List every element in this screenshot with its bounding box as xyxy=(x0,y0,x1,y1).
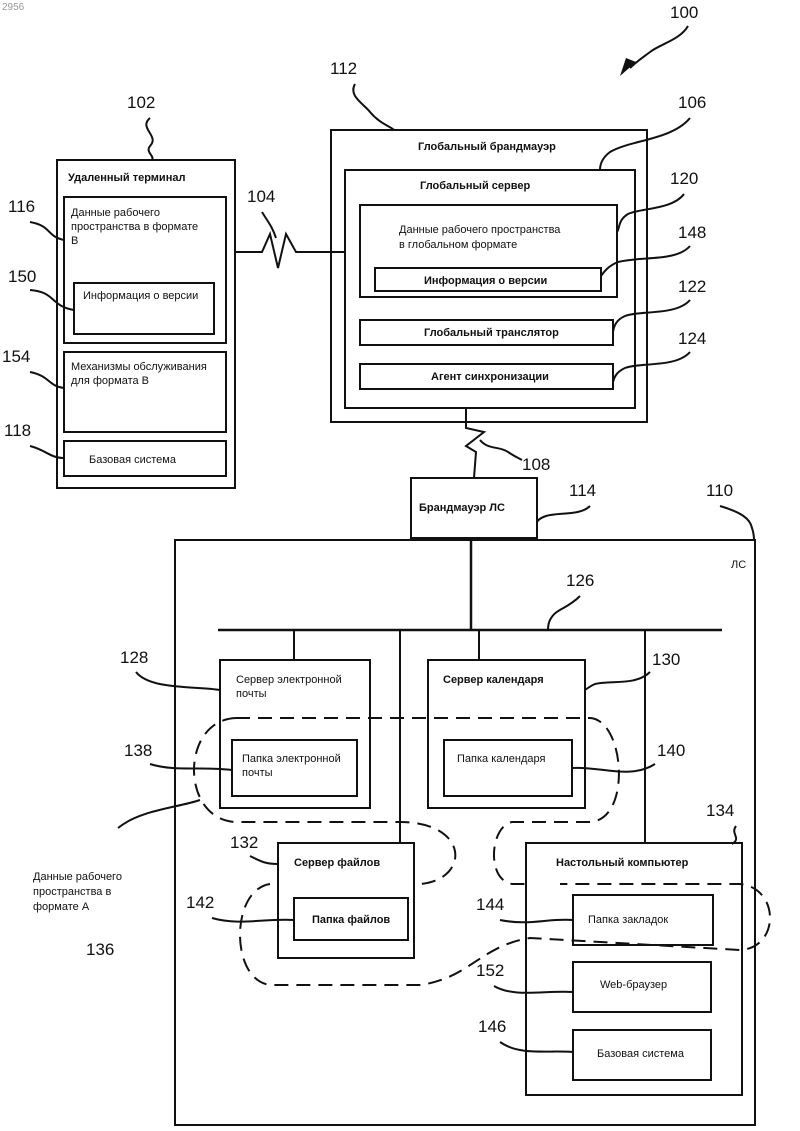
leader-132 xyxy=(250,856,278,864)
global-ws-line1: Данные рабочего пространства xyxy=(399,224,561,236)
leader-112 xyxy=(353,84,394,130)
ref-104: 104 xyxy=(247,187,275,206)
link-108-zigzag xyxy=(466,408,484,478)
leader-126 xyxy=(548,596,580,630)
mail-server-line1: Сервер электронной xyxy=(236,674,342,686)
ref-106: 106 xyxy=(678,93,706,112)
sync-agent-label: Агент синхронизации xyxy=(431,371,549,383)
leader-152 xyxy=(494,986,573,993)
remote-ws-line2: пространства в формате xyxy=(71,221,198,233)
leader-142 xyxy=(212,918,294,922)
ws-a-line1: Данные рабочего xyxy=(33,871,122,883)
remote-base-label: Базовая система xyxy=(89,454,177,466)
desktop-base-label: Базовая система xyxy=(597,1048,685,1060)
global-translator-label: Глобальный транслятор xyxy=(424,327,559,339)
leader-134 xyxy=(732,826,736,844)
ref-140: 140 xyxy=(657,741,685,760)
leader-148 xyxy=(601,246,690,276)
leader-130 xyxy=(585,672,650,690)
leader-108 xyxy=(480,440,522,460)
calendar-folder-box xyxy=(444,740,572,796)
arrowhead-100 xyxy=(620,58,636,76)
ref-108: 108 xyxy=(522,455,550,474)
ref-116: 116 xyxy=(8,197,35,216)
ref-110: 110 xyxy=(706,481,733,500)
ref-118: 118 xyxy=(4,421,31,440)
global-ws-line2: в глобальном формате xyxy=(399,239,517,251)
leader-120 xyxy=(617,194,684,232)
leader-106 xyxy=(600,118,690,170)
ref-150: 150 xyxy=(8,267,36,286)
remote-version-label: Информация о версии xyxy=(83,290,198,302)
ref-152: 152 xyxy=(476,961,504,980)
leader-116 xyxy=(30,222,64,240)
leader-124 xyxy=(613,352,690,382)
remote-ws-line3: В xyxy=(71,235,78,247)
workspace-dashed-lower xyxy=(240,884,770,985)
ref-154: 154 xyxy=(2,347,30,366)
mail-server-line2: почты xyxy=(236,688,267,700)
calendar-server-label: Сервер календаря xyxy=(443,674,544,686)
ws-a-line3: формате А xyxy=(33,901,90,913)
global-version-label: Информация о версии xyxy=(424,275,547,287)
leader-128 xyxy=(136,672,220,690)
ref-136: 136 xyxy=(86,940,114,959)
desktop-label: Настольный компьютер xyxy=(556,857,689,869)
ref-148: 148 xyxy=(678,223,706,242)
lan-box xyxy=(175,540,755,1125)
browser-label: Web-браузер xyxy=(600,979,667,991)
remote-terminal-title: Удаленный терминал xyxy=(68,172,185,184)
remote-services-line1: Механизмы обслуживания xyxy=(71,361,207,373)
global-server-label: Глобальный сервер xyxy=(420,180,530,192)
leader-136 xyxy=(118,800,200,828)
leader-122 xyxy=(613,300,690,332)
ref-102: 102 xyxy=(127,93,155,112)
calendar-folder-label: Папка календаря xyxy=(457,753,546,765)
global-firewall-label: Глобальный брандмауэр xyxy=(418,141,556,153)
leader-114 xyxy=(537,506,590,522)
ref-130: 130 xyxy=(652,650,680,669)
ref-128: 128 xyxy=(120,648,148,667)
ref-142: 142 xyxy=(186,893,214,912)
leader-144 xyxy=(500,920,573,923)
file-folder-label: Папка файлов xyxy=(312,914,390,926)
ref-120: 120 xyxy=(670,169,698,188)
ref-114: 114 xyxy=(569,481,596,500)
ws-a-line2: пространства в xyxy=(33,886,111,898)
ref-100: 100 xyxy=(670,3,698,22)
remote-ws-line1: Данные рабочего xyxy=(71,207,160,219)
lan-firewall-label: Брандмауэр ЛС xyxy=(419,502,505,514)
ref-138: 138 xyxy=(124,741,152,760)
ref-122: 122 xyxy=(678,277,706,296)
leader-110 xyxy=(720,506,754,540)
leader-150 xyxy=(30,290,74,310)
ref-144: 144 xyxy=(476,895,504,914)
page-number: 2956 xyxy=(2,2,25,13)
ref-132: 132 xyxy=(230,833,258,852)
mail-folder-line2: почты xyxy=(242,767,273,779)
ref-146: 146 xyxy=(478,1017,506,1036)
bookmarks-label: Папка закладок xyxy=(588,914,668,926)
leader-154 xyxy=(30,372,64,388)
leader-102 xyxy=(146,118,152,160)
lan-label: ЛС xyxy=(731,559,746,571)
leader-146 xyxy=(500,1042,573,1052)
link-104-zigzag xyxy=(235,234,345,268)
ref-134: 134 xyxy=(706,801,734,820)
file-server-label: Сервер файлов xyxy=(294,857,380,869)
remote-services-line2: для формата В xyxy=(71,375,149,387)
ref-112: 112 xyxy=(330,59,357,78)
ref-124: 124 xyxy=(678,329,706,348)
mail-folder-line1: Папка электронной xyxy=(242,753,341,765)
leader-118 xyxy=(30,446,64,458)
ref-126: 126 xyxy=(566,571,594,590)
leader-100 xyxy=(630,26,688,68)
